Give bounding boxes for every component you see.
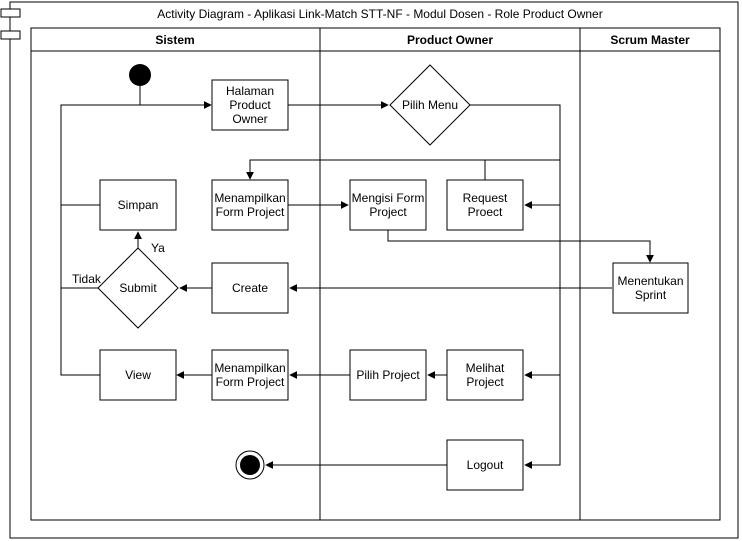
node-box [211, 79, 289, 131]
lane-header-product-owner: Product Owner [407, 33, 493, 47]
lane-header-scrum-master: Scrum Master [610, 33, 690, 47]
node-label: Form Project [216, 205, 285, 219]
node-label: Pilih Project [356, 368, 420, 382]
diagram-title: Activity Diagram - Aplikasi Link-Match S… [157, 7, 602, 21]
node-pilih-project: Pilih Project [349, 349, 427, 401]
node-box [99, 179, 177, 231]
node-label: Submit [119, 281, 157, 295]
node-label: Halaman [226, 84, 274, 98]
node-simpan: Simpan [99, 179, 177, 231]
node-box [349, 349, 427, 401]
node-create: Create [211, 262, 289, 314]
node-box [211, 179, 289, 231]
edge-label-ya: Ya [151, 241, 165, 255]
node-box [446, 349, 524, 401]
edge-mengisi-menentukan [387, 230, 654, 263]
edge-label-tidak: Tidak [72, 272, 102, 286]
node-label: Logout [467, 458, 504, 472]
node-submit: Submit [97, 247, 179, 329]
node-label: Pilih Menu [402, 98, 458, 112]
node-label: Project [466, 375, 504, 389]
node-label: Sprint [635, 288, 667, 302]
node-pilih-menu: Pilih Menu [389, 64, 471, 146]
node-view: View [99, 349, 177, 401]
node-label: Owner [232, 112, 267, 126]
node-box [446, 439, 524, 491]
edge-menu-form [246, 159, 560, 180]
node-box [99, 349, 177, 401]
node-box [349, 179, 427, 231]
lane-header-sistem: Sistem [155, 33, 194, 47]
node-label: Simpan [118, 198, 159, 212]
frame-tab-top [0, 8, 21, 18]
decision-diamond [389, 64, 471, 146]
node-logout: Logout [446, 439, 524, 491]
frame-tab-bottom [0, 30, 21, 40]
node-box [211, 349, 289, 401]
node-label: Menampilkan [214, 361, 285, 375]
node-label: Melihat [466, 361, 505, 375]
node-box [446, 179, 524, 231]
node-label: Form Project [216, 375, 285, 389]
node-label: Project [369, 205, 407, 219]
swimlane-pool [30, 27, 721, 521]
node-box [612, 262, 689, 314]
node-label: Menampilkan [214, 191, 285, 205]
edge-menu-logout [470, 104, 561, 469]
node-label: Menentukan [617, 274, 683, 288]
edge-view-loop [60, 104, 140, 376]
node-label: Mengisi Form [352, 191, 425, 205]
node-label: Product [229, 98, 271, 112]
node-box [211, 262, 289, 314]
start-node [129, 64, 151, 86]
decision-diamond [97, 247, 179, 329]
node-label: Request [463, 191, 508, 205]
node-label: View [125, 368, 151, 382]
node-label: Proect [468, 205, 503, 219]
node-label: Create [232, 281, 268, 295]
